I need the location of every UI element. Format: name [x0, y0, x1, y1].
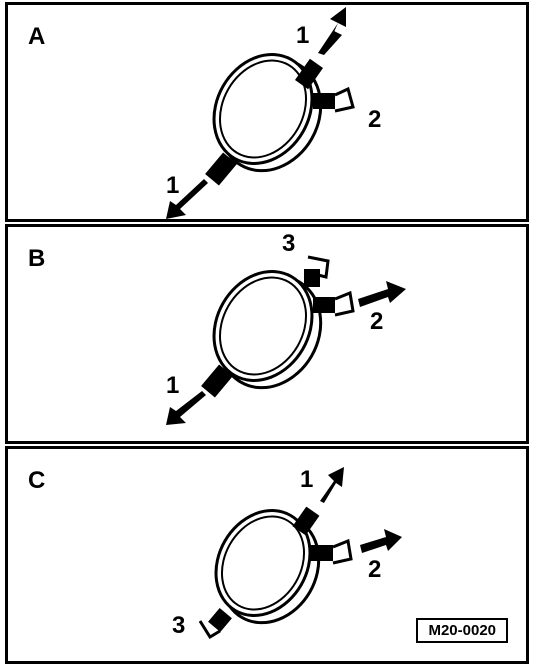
puller-jaw-side	[311, 538, 353, 565]
callout-3: 3	[172, 612, 185, 639]
callout-1: 1	[300, 466, 313, 493]
puller-jaw-upper	[294, 58, 324, 90]
panel-b: B 3 2 1	[5, 224, 529, 444]
callout-1-upper: 1	[296, 22, 309, 49]
figure-reference: M20-0020	[416, 618, 508, 643]
panel-letter: A	[28, 23, 46, 50]
arrow-upper-right	[318, 7, 346, 55]
bearing-ring	[212, 53, 323, 173]
callout-2: 2	[370, 308, 383, 335]
support-fork-lower	[198, 607, 232, 640]
panel-c-illustration: 1 2 3	[172, 466, 402, 640]
bearing-ring	[212, 270, 323, 390]
arrow-lower-left	[166, 391, 206, 425]
callout-3: 3	[282, 230, 295, 257]
puller-jaw-upper	[292, 506, 320, 536]
panel-a: A 1 2 1	[5, 2, 529, 222]
panel-c: C 1 2 3 M20-0020	[5, 446, 529, 664]
callout-1: 1	[166, 372, 179, 399]
arrow-right	[360, 529, 402, 553]
arrow-upper-right	[320, 467, 344, 503]
callout-2: 2	[368, 556, 381, 583]
panel-letter: B	[28, 245, 46, 272]
callout-2: 2	[368, 106, 381, 133]
puller-jaw-side	[313, 86, 355, 113]
support-fork-upper	[304, 255, 330, 287]
puller-jaw-side	[313, 290, 355, 317]
puller-jaw-lower	[201, 364, 233, 398]
panel-letter: C	[28, 467, 46, 494]
puller-jaw-lower	[205, 152, 237, 186]
panel-b-illustration: 3 2 1	[166, 230, 406, 425]
arrow-lower-left	[166, 179, 208, 219]
callout-1-lower: 1	[166, 172, 179, 199]
panel-a-illustration: 1 2 1	[166, 7, 381, 219]
arrow-right	[358, 281, 406, 307]
bearing-ring	[214, 509, 321, 625]
